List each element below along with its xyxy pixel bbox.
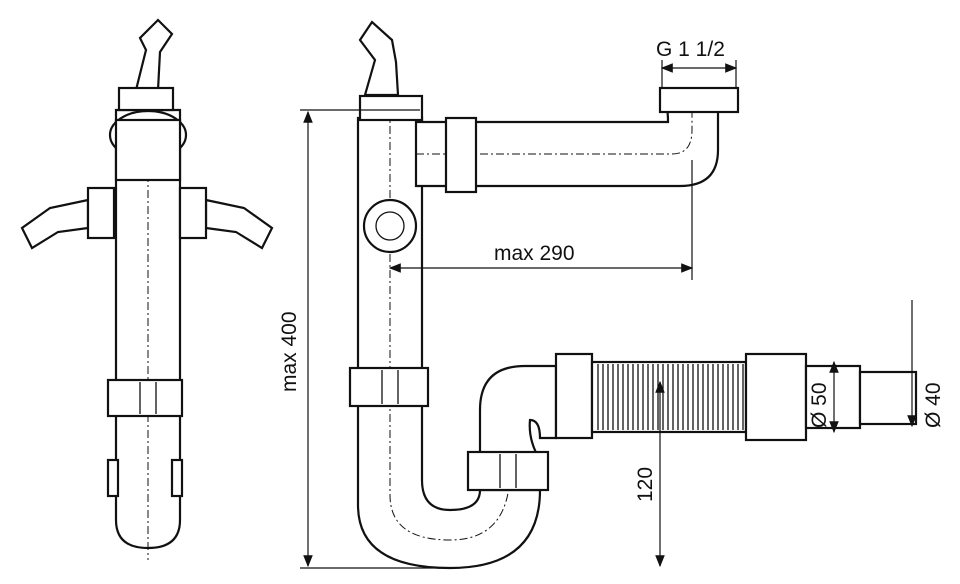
- diameter-50-label: Ø 50: [808, 382, 831, 428]
- max-height-label: max 400: [278, 311, 301, 392]
- top-hose: [134, 18, 174, 92]
- horizontal-nut: [444, 116, 478, 194]
- left-nut: [86, 186, 116, 240]
- top-nut: [117, 86, 175, 112]
- trap-elbow: [478, 364, 558, 462]
- trap-height-label: 120: [634, 467, 657, 502]
- hose-nut-left: [554, 352, 594, 440]
- corrugated-hose: (function(){var g=document.currentScript…: [590, 360, 748, 434]
- front-top-nut: [358, 94, 424, 122]
- side-view: [20, 18, 274, 560]
- hose-nut-right: [744, 352, 808, 442]
- outlet-40: [858, 370, 918, 426]
- front-top-hose: [358, 20, 400, 97]
- left-hose: [20, 198, 90, 250]
- middle-nut: [348, 366, 430, 408]
- dimension-lines: [300, 60, 917, 569]
- horizontal-pipe: [414, 104, 720, 188]
- thread-label: G 1 1/2: [656, 38, 725, 61]
- front-view: (function(){var g=document.currentScript…: [348, 20, 918, 570]
- max-width-label: max 290: [494, 242, 575, 265]
- thread-nut: [658, 86, 740, 114]
- diameter-40-label: Ø 40: [922, 382, 945, 428]
- right-hose: [204, 198, 274, 250]
- side-inlet: [362, 198, 418, 254]
- trap-nut: [466, 450, 550, 492]
- lower-nut: [106, 378, 184, 418]
- right-nut: [178, 186, 208, 240]
